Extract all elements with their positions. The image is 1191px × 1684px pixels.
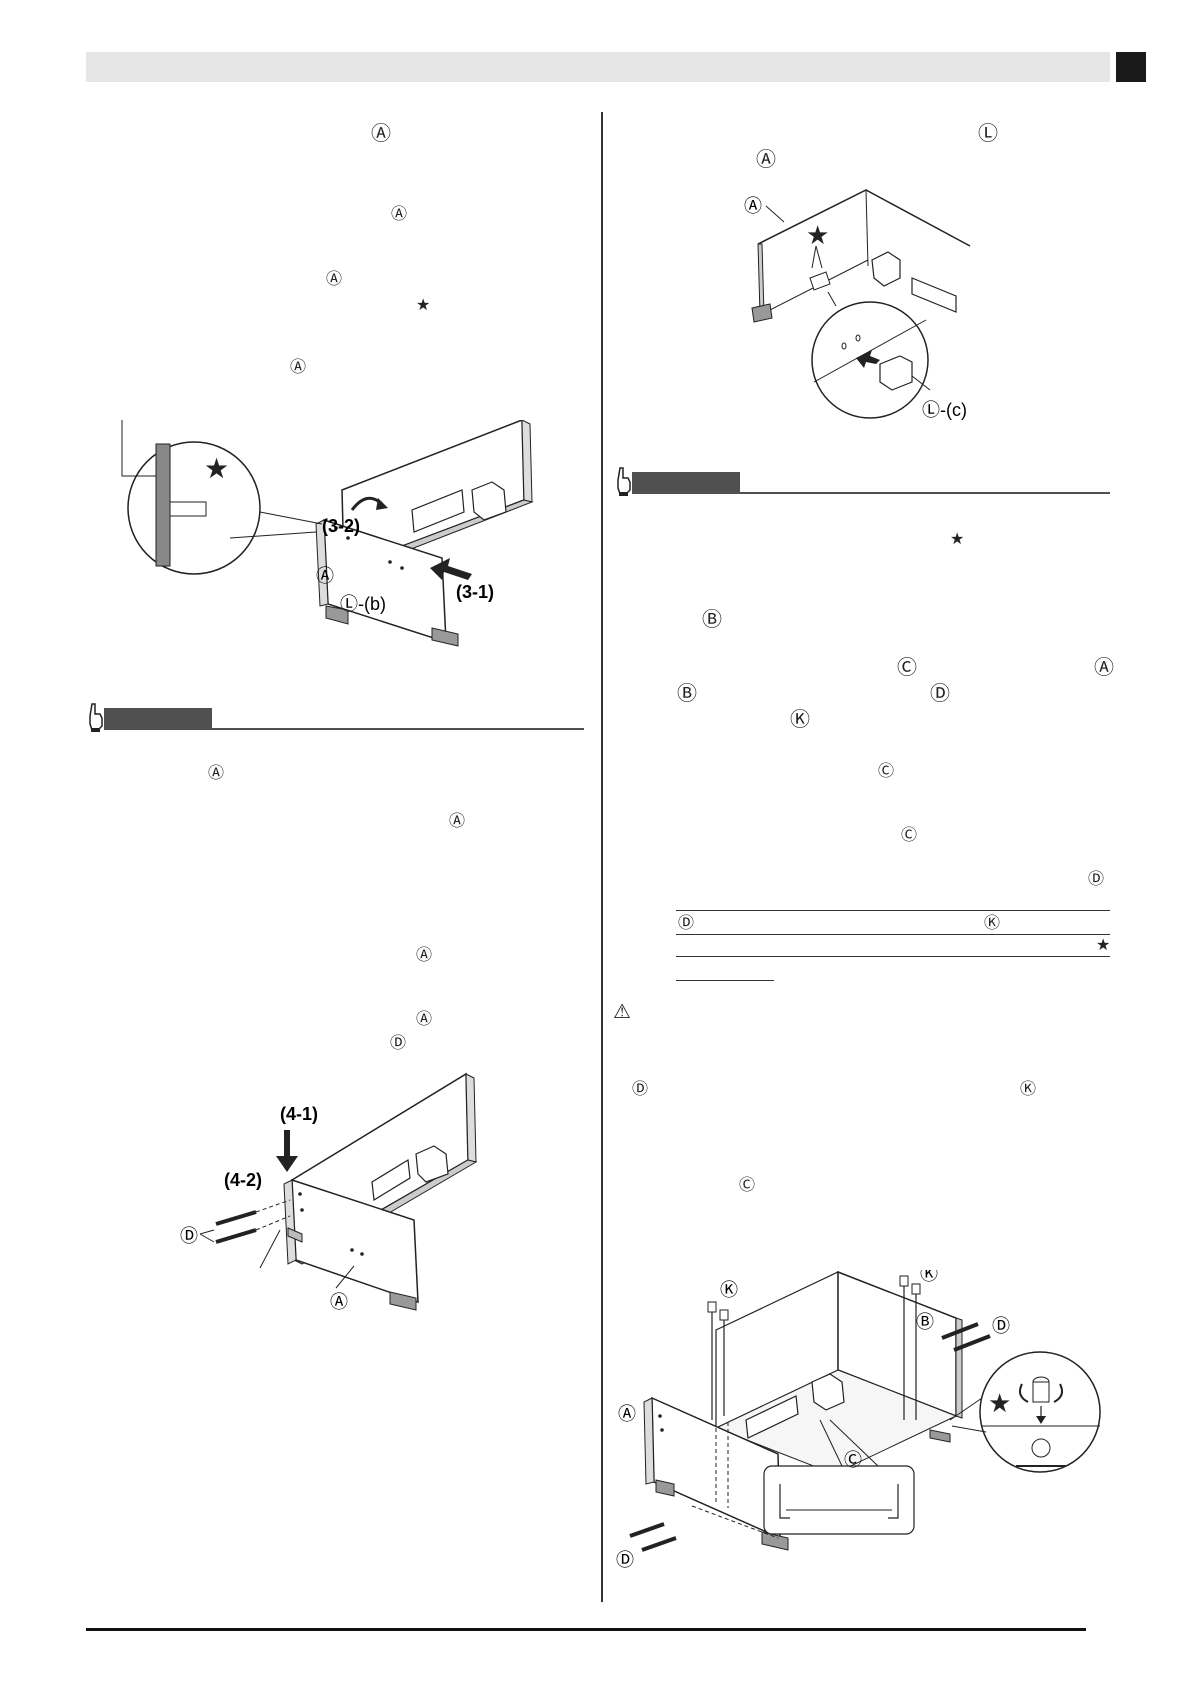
part-d-label: Ⓓ xyxy=(180,1226,198,1246)
part-d-label: Ⓓ xyxy=(992,1316,1010,1336)
part-a-label: Ⓐ xyxy=(316,566,334,586)
part-a-label: Ⓐ xyxy=(618,1404,636,1424)
part-d-symbol: Ⓓ xyxy=(678,915,695,932)
part-b-symbol: Ⓑ xyxy=(677,683,697,705)
part-d-symbol: Ⓓ xyxy=(632,1081,649,1098)
part-k-symbol: Ⓚ xyxy=(1020,1081,1037,1098)
note-tab xyxy=(104,708,212,730)
table-rule xyxy=(676,956,1110,957)
star-icon: ★ xyxy=(416,297,431,314)
svg-text:★: ★ xyxy=(204,453,229,484)
part-c-symbol: Ⓒ xyxy=(739,1177,756,1194)
part-k-label: Ⓚ xyxy=(920,1270,938,1284)
section-tab xyxy=(1116,52,1146,82)
step-label: (4-2) xyxy=(224,1170,262,1190)
star-icon: ★ xyxy=(1096,937,1111,954)
part-a-symbol: Ⓐ xyxy=(326,271,343,288)
part-d-symbol: Ⓓ xyxy=(1088,871,1105,888)
table-rule xyxy=(676,910,1110,911)
step-label: (4-1) xyxy=(280,1104,318,1124)
part-a-symbol: Ⓐ xyxy=(391,206,408,223)
part-d-label: Ⓓ xyxy=(616,1550,634,1570)
part-k-label: Ⓚ xyxy=(720,1280,738,1300)
figure-screw-attach: (4-1) (4-2) Ⓓ Ⓐ xyxy=(176,1070,496,1320)
part-a-label: Ⓐ xyxy=(744,196,762,216)
part-a-symbol: Ⓐ xyxy=(1094,657,1114,679)
figure-bracket-insert: ★ Ⓐ Ⓛ-(c) xyxy=(736,186,986,426)
step-label: (3-1) xyxy=(456,582,494,602)
part-c-symbol: Ⓒ xyxy=(878,763,895,780)
table-rule xyxy=(676,934,1110,935)
svg-text:★: ★ xyxy=(988,1388,1011,1418)
part-b-label: Ⓑ xyxy=(916,1312,934,1332)
part-a-symbol: Ⓐ xyxy=(416,1011,433,1028)
svg-text:★: ★ xyxy=(806,220,829,250)
part-c-symbol: Ⓒ xyxy=(897,657,917,679)
part-a-symbol: Ⓐ xyxy=(416,947,433,964)
step-label: (3-2) xyxy=(322,516,360,536)
part-a-label: Ⓐ xyxy=(330,1292,348,1312)
note-tab xyxy=(632,472,740,494)
part-a-symbol: Ⓐ xyxy=(371,123,391,145)
note-rule xyxy=(632,492,1110,494)
part-d-symbol: Ⓓ xyxy=(390,1035,407,1052)
part-lc-label: Ⓛ-(c) xyxy=(922,400,967,420)
star-icon: ★ xyxy=(950,531,965,548)
part-a-symbol: Ⓐ xyxy=(449,813,466,830)
part-a-symbol: Ⓐ xyxy=(756,149,776,171)
part-lb-label: Ⓛ-(b) xyxy=(340,594,386,614)
warning-icon: ⚠ xyxy=(613,1001,631,1023)
underline xyxy=(676,980,774,981)
note-hand-icon xyxy=(86,702,106,737)
part-k-symbol: Ⓚ xyxy=(790,709,810,731)
note-rule xyxy=(104,728,584,730)
note-hand-icon xyxy=(614,466,634,501)
part-a-symbol: Ⓐ xyxy=(290,359,307,376)
footer-rule xyxy=(86,1628,1086,1631)
figure-frame-assembly: ★ Ⓐ Ⓚ Ⓚ Ⓑ Ⓓ Ⓒ Ⓓ xyxy=(616,1270,1106,1570)
part-a-symbol: Ⓐ xyxy=(208,765,225,782)
part-d-symbol: Ⓓ xyxy=(930,683,950,705)
part-c-symbol: Ⓒ xyxy=(901,827,918,844)
page-header-bar xyxy=(86,52,1110,82)
part-c-label: Ⓒ xyxy=(844,1450,862,1470)
part-b-symbol: Ⓑ xyxy=(702,609,722,631)
part-l-symbol: Ⓛ xyxy=(978,123,998,145)
figure-side-panel-insert: ★ (3-2) Ⓐ Ⓛ-(b) (3-1) xyxy=(112,420,552,660)
column-divider xyxy=(601,112,603,1602)
part-k-symbol: Ⓚ xyxy=(984,915,1001,932)
